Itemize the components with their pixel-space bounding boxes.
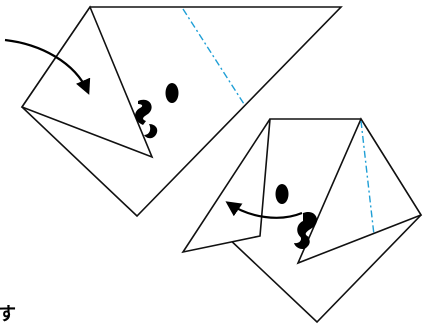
step-1-eye (166, 83, 179, 103)
step-2-figure (183, 119, 421, 322)
step-2-eye (276, 184, 289, 204)
caption-text: す (0, 305, 16, 325)
